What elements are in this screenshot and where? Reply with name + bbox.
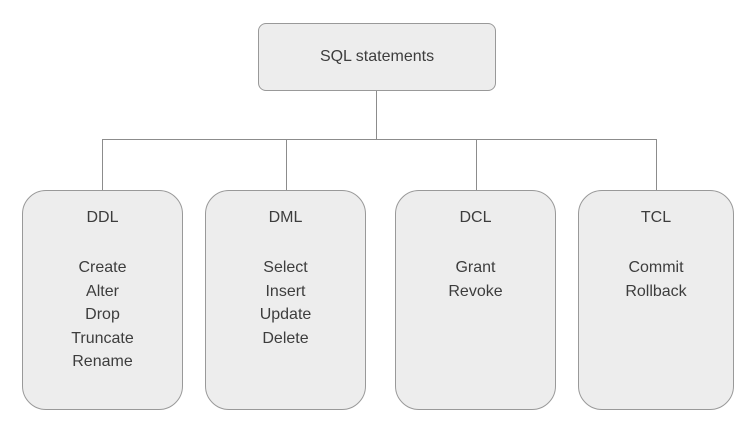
node-sql-statements: SQL statements	[258, 23, 496, 91]
item-label: Update	[259, 306, 312, 323]
item-label: Commit	[628, 259, 684, 276]
item-label: Select	[263, 259, 308, 276]
item-label: Truncate	[71, 329, 134, 347]
item-label: Revoke	[448, 282, 503, 300]
item-label: Create	[78, 259, 127, 276]
item-label: Rollback	[625, 282, 687, 300]
root-node-label: SQL statements	[319, 48, 435, 65]
node-title: DDL	[86, 209, 119, 226]
node-title: TCL	[640, 209, 672, 226]
node-title: DML	[268, 209, 303, 226]
item-label: Grant	[455, 259, 496, 276]
node-title: DCL	[459, 209, 492, 226]
item-label: Delete	[262, 329, 309, 347]
item-label: Insert	[265, 282, 306, 300]
item-label: Alter	[86, 282, 119, 300]
item-label: Rename	[72, 353, 133, 370]
item-label: Drop	[85, 306, 120, 323]
